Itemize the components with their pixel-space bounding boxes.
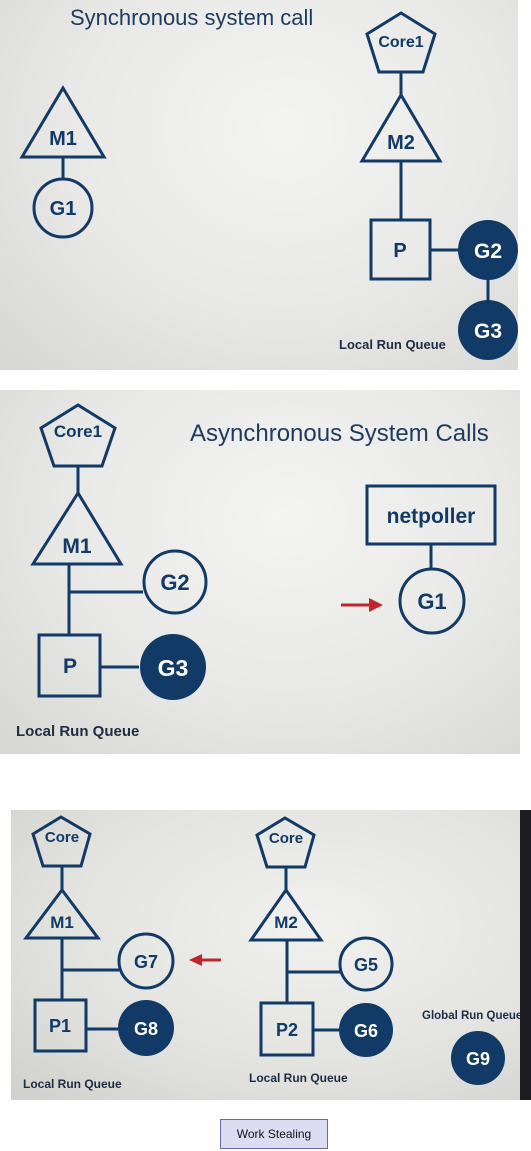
- p2-label: P2: [276, 1020, 298, 1040]
- g2-circle: [142, 549, 208, 615]
- local-run-queue-left-label: Local Run Queue: [23, 1077, 122, 1091]
- async-syscall-diagram: Core1 Asynchronous System Calls M1 G2 P …: [16, 403, 497, 740]
- m2-label: M2: [387, 132, 415, 154]
- netpoller-label: netpoller: [387, 505, 476, 528]
- g3-circle: [458, 300, 518, 360]
- global-run-queue-label: Global Run Queue: [422, 1010, 520, 1022]
- g2-label: G2: [474, 240, 502, 263]
- core1-label: Core1: [54, 422, 102, 441]
- p-label: P: [63, 655, 77, 678]
- m1-label: M1: [62, 535, 91, 558]
- g7-label: G7: [134, 952, 158, 972]
- work-stealing-diagram: Core M1 G7 P1 G8 Core M2 G5 P: [23, 815, 520, 1091]
- sync-syscall-panel: Synchronous system call M1 G1 Core1 M2 P…: [0, 0, 518, 370]
- work-stealing-button[interactable]: Work Stealing: [220, 1119, 328, 1149]
- g2-circle: [458, 220, 518, 280]
- m2-label: M2: [274, 913, 298, 932]
- local-run-queue-label: Local Run Queue: [16, 723, 139, 740]
- g7-circle: [117, 932, 175, 990]
- m1-label: M1: [50, 913, 74, 932]
- sync-syscall-diagram: Synchronous system call M1 G1 Core1 M2 P…: [19, 5, 518, 360]
- m1-triangle: [30, 490, 124, 566]
- p-label: P: [393, 240, 406, 262]
- g5-circle: [338, 936, 394, 992]
- core-left-label: Core: [45, 829, 79, 846]
- g3-circle: [140, 634, 206, 700]
- local-run-queue-right-label: Local Run Queue: [249, 1071, 348, 1085]
- arrow-right-icon: [369, 598, 383, 612]
- work-stealing-panel: Core M1 G7 P1 G8 Core M2 G5 P: [11, 810, 520, 1100]
- m1-label: M1: [49, 128, 77, 150]
- p1-label: P1: [49, 1016, 71, 1036]
- g5-label: G5: [354, 955, 378, 975]
- g1-circle: [32, 177, 94, 239]
- g9-label: G9: [466, 1049, 490, 1069]
- p1-square: [33, 998, 88, 1053]
- g1-label: G1: [50, 198, 77, 220]
- panel-title: Asynchronous System Calls: [190, 420, 489, 447]
- panel-title: Synchronous system call: [70, 5, 313, 30]
- g8-circle: [118, 1000, 174, 1056]
- g3-label: G3: [474, 320, 502, 343]
- g6-circle: [339, 1003, 393, 1057]
- g2-label: G2: [160, 570, 189, 595]
- local-run-queue-label: Local Run Queue: [339, 337, 446, 352]
- core1-label: Core1: [378, 34, 423, 51]
- g9-circle: [451, 1031, 505, 1085]
- g3-label: G3: [158, 655, 189, 681]
- arrow-left-icon: [189, 954, 202, 966]
- core-right-label: Core: [269, 830, 303, 847]
- photo-dark-edge: [520, 810, 531, 1100]
- async-syscall-panel: Core1 Asynchronous System Calls M1 G2 P …: [0, 390, 520, 754]
- g6-label: G6: [354, 1021, 378, 1041]
- g1-label: G1: [417, 589, 446, 614]
- g8-label: G8: [134, 1019, 158, 1039]
- g1-circle: [398, 567, 466, 635]
